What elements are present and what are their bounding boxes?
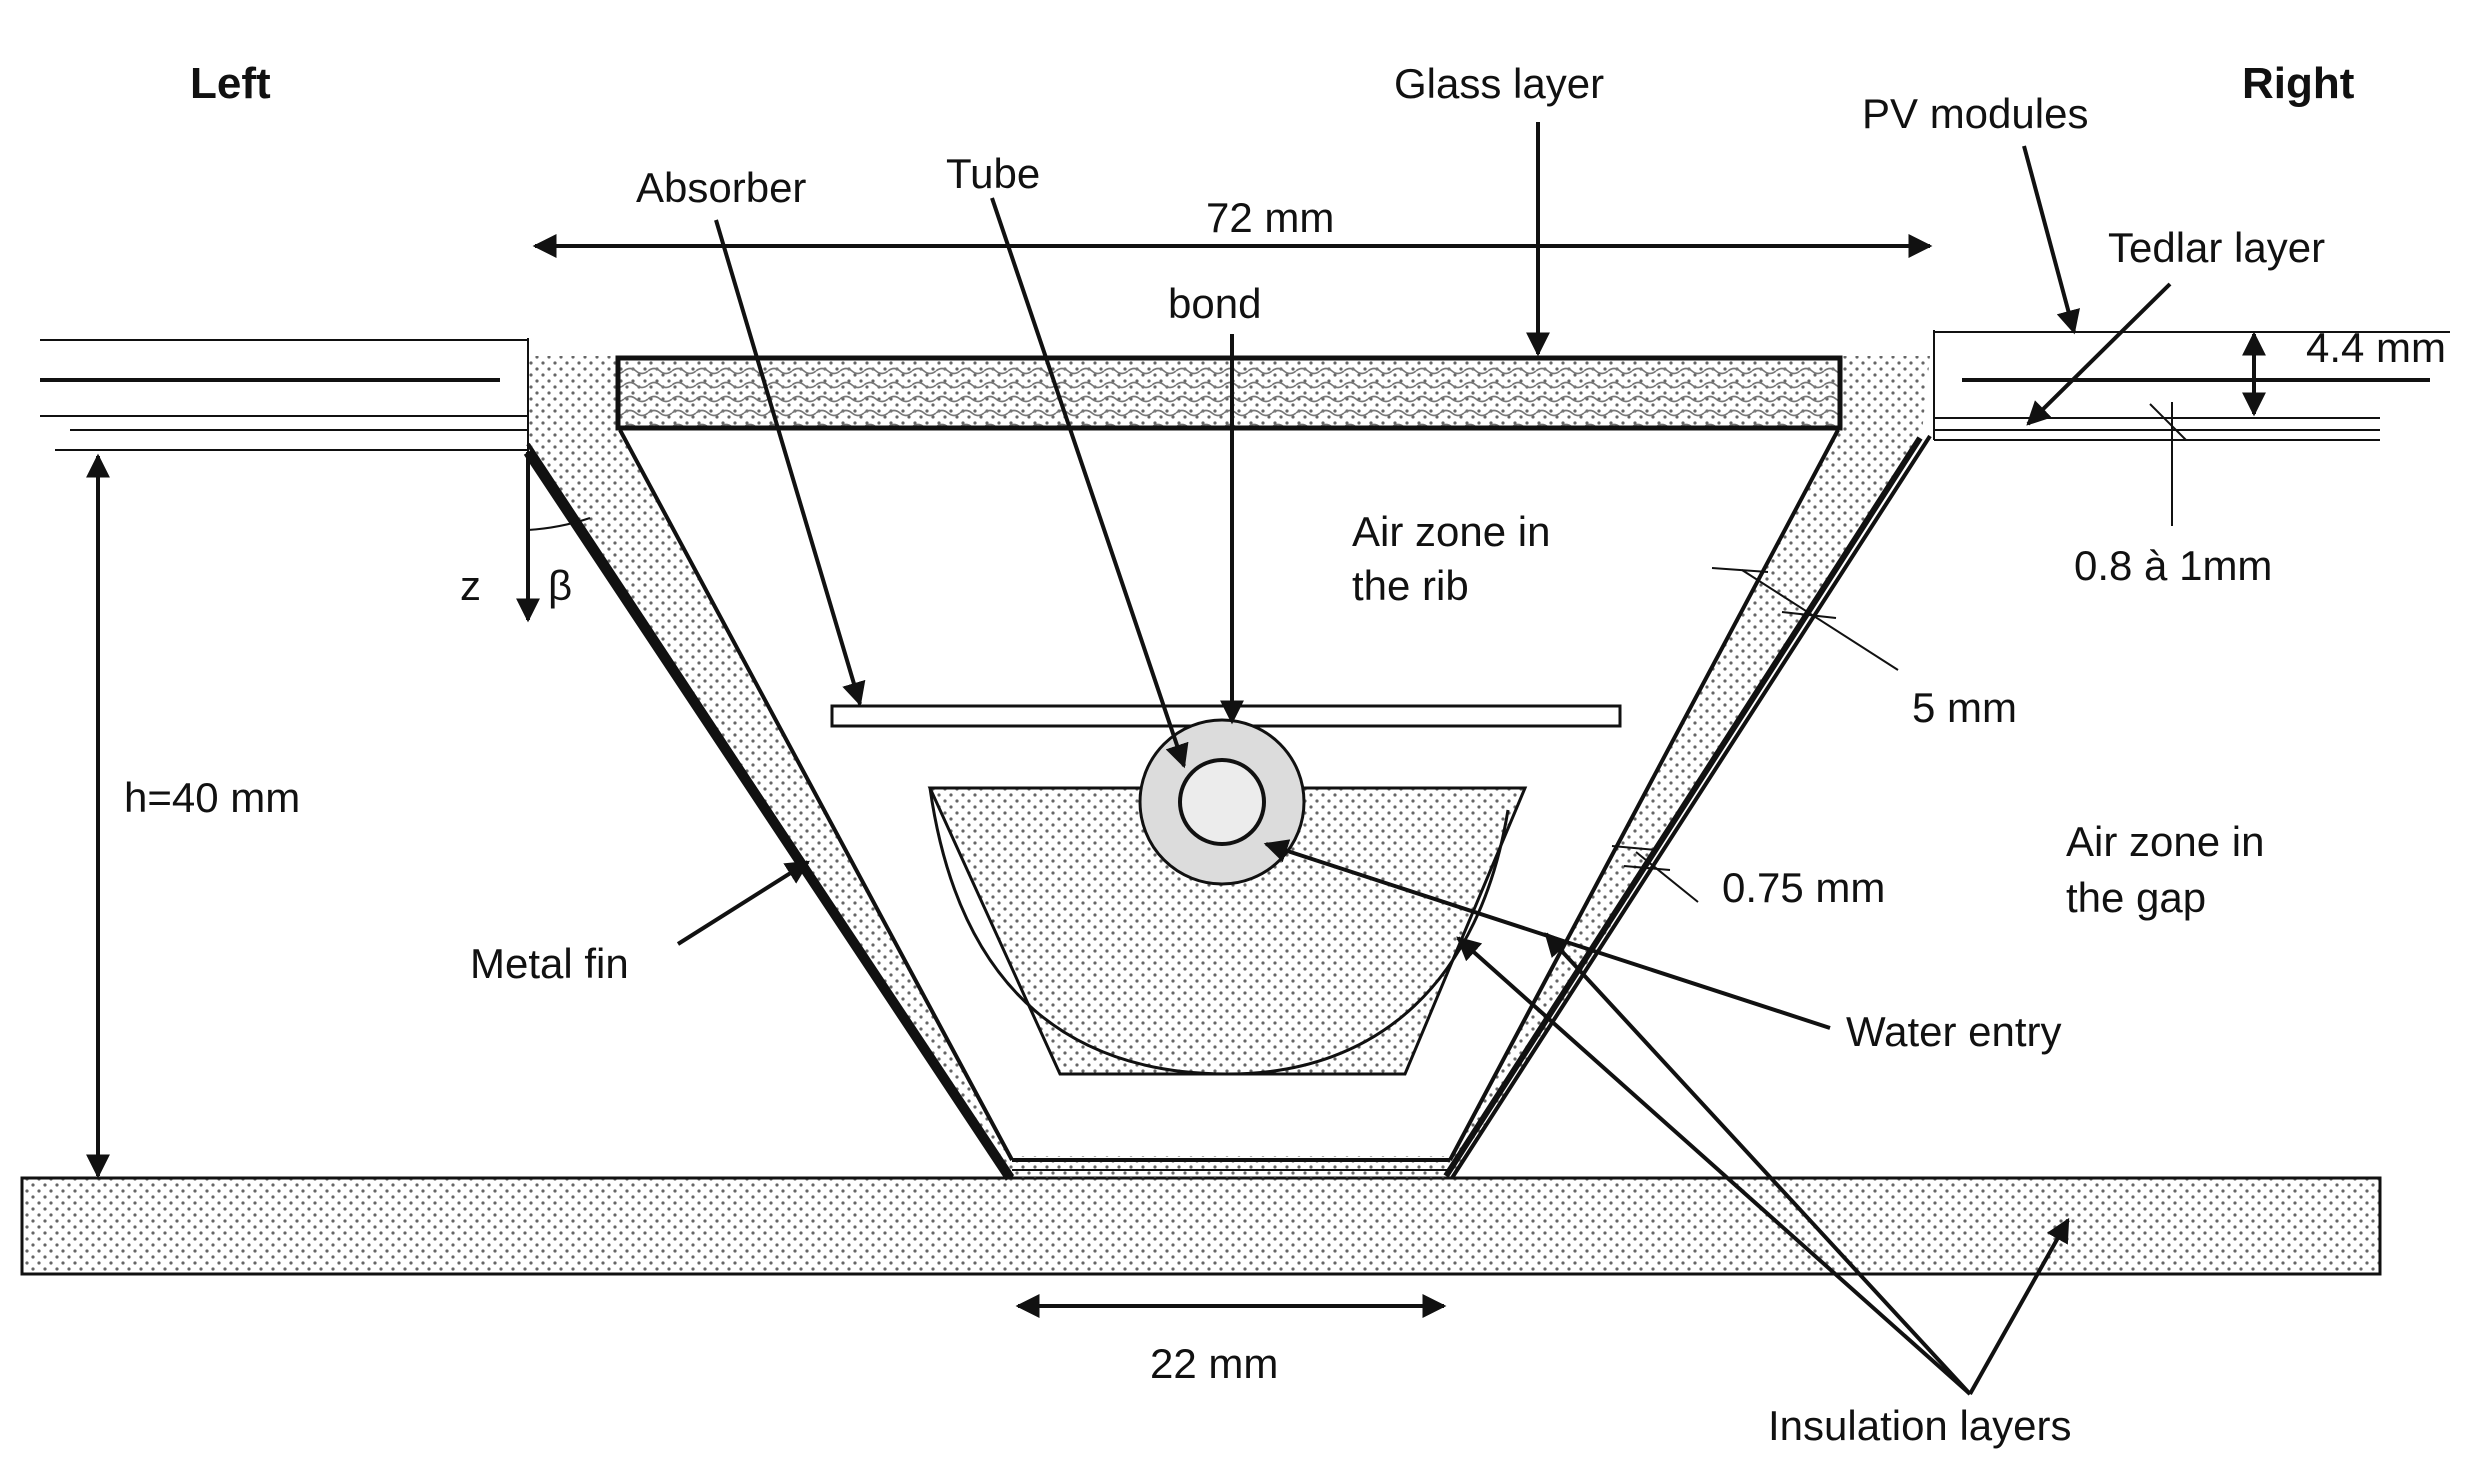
metal-fin-line [523,449,1015,1181]
dimension-5mm-leader [1741,569,1899,671]
right-pv-module [1933,330,2454,441]
right-inner-wall [1448,429,1840,1161]
dimension-075mm-tick-a [1611,845,1657,851]
label-z: z [460,562,481,609]
dimension-075mm-leader [1635,851,1699,903]
label-thickness-0-8mm: 0.8 à 1mm [2074,542,2272,589]
label-air-zone-rib-line2: the rib [1352,562,1469,609]
dimension-5mm-tick-b [1781,611,1837,619]
bottom-insulation-slab [20,1176,2382,1276]
metal-fin-leader [676,860,811,946]
label-tube: Tube [946,150,1040,197]
left-pv-module [0,338,529,452]
insulation-leader-3 [1968,1217,2070,1395]
beta-angle-arc [527,517,591,531]
label-fin-0-75mm: 0.75 mm [1722,864,1885,911]
left-inner-wall [618,429,1014,1161]
label-pv-modules: PV modules [1862,90,2088,137]
tube-inner-circle [1178,758,1266,846]
label-left: Left [190,59,271,108]
label-air-zone-rib-line1: Air zone in [1352,508,1550,555]
label-insulation-layers: Insulation layers [1768,1402,2072,1449]
label-water-entry: Water entry [1846,1008,2062,1055]
glass-layer [615,355,1843,431]
insulation-leader-2 [1544,932,1972,1396]
dimension-5mm-tick-a [1711,567,1769,573]
label-tedlar-layer: Tedlar layer [2108,224,2325,271]
absorber-leader [714,219,866,707]
label-absorber: Absorber [636,164,806,211]
label-metal-fin: Metal fin [470,940,629,987]
label-glass-layer: Glass layer [1394,60,1604,107]
label-bond: bond [1168,280,1261,327]
label-right: Right [2242,59,2355,108]
label-width-72mm: 72 mm [1206,194,1334,241]
label-air-zone-gap-line2: the gap [2066,874,2206,921]
tube-leader [990,197,1189,769]
label-beta: β [548,562,572,609]
dimension-08mm-tick [2149,403,2187,441]
label-insulation-5mm: 5 mm [1912,684,2017,731]
label-air-zone-gap-line1: Air zone in [2066,818,2264,865]
right-fin-line [1443,436,1923,1178]
dimension-075mm-tick-b [1623,865,1671,871]
label-width-22mm: 22 mm [1150,1340,1278,1387]
insulation-leader-1 [1456,936,1972,1396]
pv-modules-leader [2022,145,2080,335]
tube-insulation-cup [927,786,1528,1076]
tedlar-layer-leader [2026,282,2172,426]
label-thickness-4-4mm: 4.4 mm [2306,324,2446,371]
right-outer-wall [1450,434,1932,1180]
label-height-40mm: h=40 mm [124,774,300,821]
